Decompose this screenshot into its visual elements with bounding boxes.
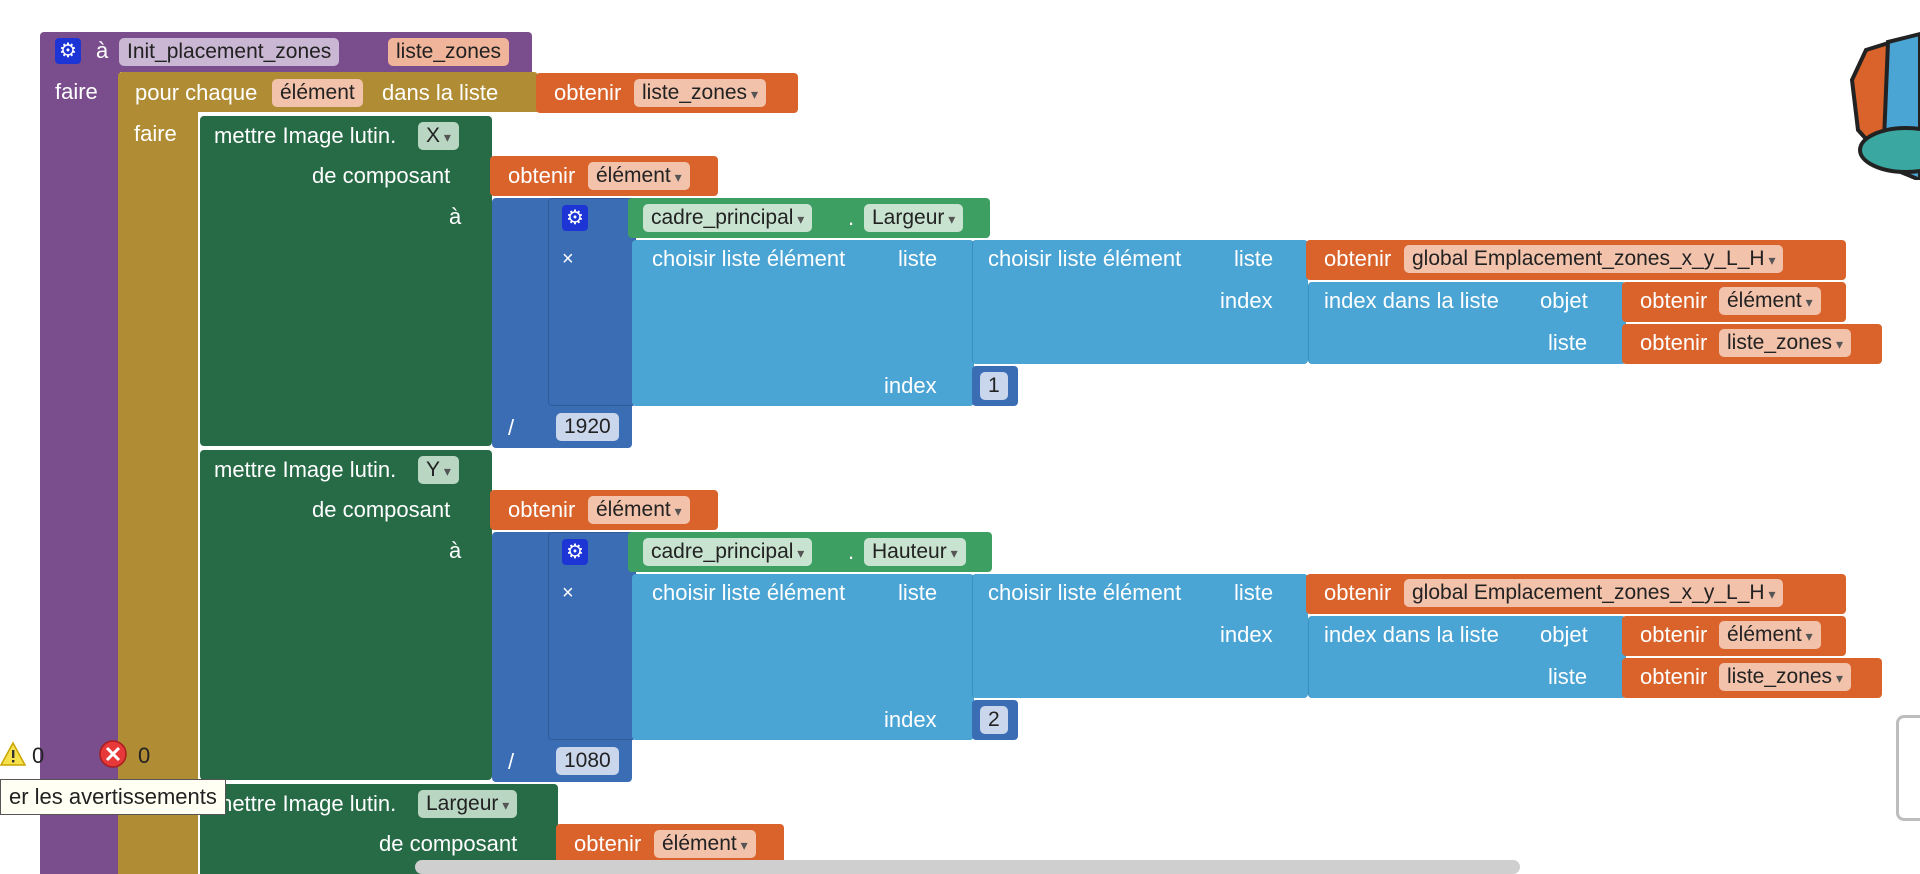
select-list-item-label: choisir liste élément (652, 246, 846, 271)
get-label: obtenir (508, 497, 576, 522)
set-x-block[interactable] (200, 116, 492, 446)
get-var-dropdown[interactable]: liste_zones (634, 79, 766, 107)
procedure-to-label: à (96, 38, 109, 63)
select-index-label: index (1220, 622, 1273, 647)
set-x-component-label: de composant (312, 163, 451, 188)
component-dot: . (848, 205, 855, 230)
divisor-number-y[interactable]: 1080 (556, 747, 619, 775)
set-x-label: mettre Image lutin. (214, 123, 397, 148)
set-y-prop-dropdown[interactable]: Y (418, 456, 459, 484)
set-largeur-prop-dropdown[interactable]: Largeur (418, 790, 518, 818)
select-index-label: index (1220, 288, 1273, 313)
component-prop-dropdown[interactable]: Largeur (864, 204, 964, 232)
object-label: objet (1540, 288, 1588, 313)
index-number-x[interactable]: 1 (980, 372, 1008, 400)
get-element-dropdown[interactable]: élément (1719, 621, 1821, 649)
foreach-var-field[interactable]: élément (272, 79, 363, 107)
component-prop-dropdown[interactable]: Hauteur (864, 538, 966, 566)
get-label: obtenir (1640, 664, 1708, 689)
error-icon (99, 740, 127, 768)
get-element-dropdown[interactable]: élément (1719, 287, 1821, 315)
get-label: obtenir (1640, 330, 1708, 355)
set-y-label: mettre Image lutin. (214, 457, 397, 482)
multiply-symbol: × (562, 582, 574, 604)
foreach-body-rail (118, 112, 198, 874)
index-number-y[interactable]: 2 (980, 706, 1008, 734)
foreach-do-label: faire (134, 121, 177, 146)
procedure-gear-icon[interactable]: ⚙ (55, 38, 81, 64)
component-dot: . (848, 539, 855, 564)
set-largeur-label: mettre Image lutin. (214, 791, 397, 816)
procedure-name-field[interactable]: Init_placement_zones (119, 38, 340, 66)
select-list-item-outer-x[interactable] (632, 240, 974, 406)
get-global-dropdown[interactable]: global Emplacement_zones_x_y_L_H (1404, 579, 1784, 607)
warnings-tooltip: er les avertissements (0, 779, 226, 815)
component-dropdown[interactable]: cadre_principal (643, 204, 813, 232)
foreach-in-list: dans la liste (382, 80, 499, 105)
set-y-to-label: à (449, 538, 462, 563)
set-x-to-label: à (449, 204, 462, 229)
index-in-list-block-x[interactable] (1308, 282, 1626, 364)
divisor-number-x[interactable]: 1920 (556, 413, 619, 441)
set-largeur-component-label: de composant (379, 831, 518, 856)
get-global-dropdown[interactable]: global Emplacement_zones_x_y_L_H (1404, 245, 1784, 273)
set-x-prop-dropdown[interactable]: X (418, 122, 459, 150)
select-list-item-outer-y[interactable] (632, 574, 974, 740)
component-dropdown[interactable]: cadre_principal (643, 538, 813, 566)
zoom-control-fragment[interactable] (1896, 715, 1920, 821)
get-element-dropdown[interactable]: élément (588, 496, 690, 524)
index-in-list-label: index dans la liste (1324, 288, 1499, 313)
get-label: obtenir (574, 831, 642, 856)
multiply-block-x[interactable] (548, 198, 636, 406)
procedure-do-label: faire (55, 79, 98, 104)
list-label: liste (1548, 330, 1588, 355)
get-label: obtenir (554, 80, 622, 105)
trash-icon[interactable] (1836, 20, 1920, 180)
multiply-gear-icon[interactable]: ⚙ (562, 539, 588, 565)
get-label: obtenir (1324, 580, 1392, 605)
select-list-label: liste (1234, 246, 1274, 271)
select-list-item-label: choisir liste élément (988, 246, 1182, 271)
multiply-gear-icon[interactable]: ⚙ (562, 205, 588, 231)
get-label: obtenir (1640, 622, 1708, 647)
object-label: objet (1540, 622, 1588, 647)
multiply-symbol: × (562, 248, 574, 270)
select-list-item-inner-x[interactable] (972, 240, 1308, 364)
set-y-component-label: de composant (312, 497, 451, 522)
select-index-label: index (884, 373, 937, 398)
get-label: obtenir (1324, 246, 1392, 271)
get-label: obtenir (1640, 288, 1708, 313)
select-list-item-label: choisir liste élément (652, 580, 846, 605)
get-liste-zones-dropdown[interactable]: liste_zones (1719, 329, 1851, 357)
multiply-block-y[interactable] (548, 532, 636, 740)
warning-count: 0 (32, 743, 45, 768)
select-list-item-inner-y[interactable] (972, 574, 1308, 698)
get-label: obtenir (508, 163, 576, 188)
select-list-item-label: choisir liste élément (988, 580, 1182, 605)
procedure-param[interactable]: liste_zones (388, 38, 510, 66)
set-y-block[interactable] (200, 450, 492, 780)
select-index-label: index (884, 707, 937, 732)
get-element-dropdown[interactable]: élément (588, 162, 690, 190)
divide-symbol: / (508, 749, 515, 774)
horizontal-scrollbar[interactable] (415, 860, 1520, 874)
select-list-label: liste (898, 246, 938, 271)
get-liste-zones-dropdown[interactable]: liste_zones (1719, 663, 1851, 691)
error-count: 0 (138, 743, 151, 768)
select-list-label: liste (1234, 580, 1274, 605)
get-element-dropdown[interactable]: élément (654, 830, 756, 858)
procedure-body-rail (40, 72, 120, 874)
index-in-list-label: index dans la liste (1324, 622, 1499, 647)
foreach-prefix: pour chaque (135, 80, 258, 105)
warning-icon (0, 741, 26, 766)
select-list-label: liste (898, 580, 938, 605)
list-label: liste (1548, 664, 1588, 689)
divide-symbol: / (508, 415, 515, 440)
index-in-list-block-y[interactable] (1308, 616, 1626, 698)
